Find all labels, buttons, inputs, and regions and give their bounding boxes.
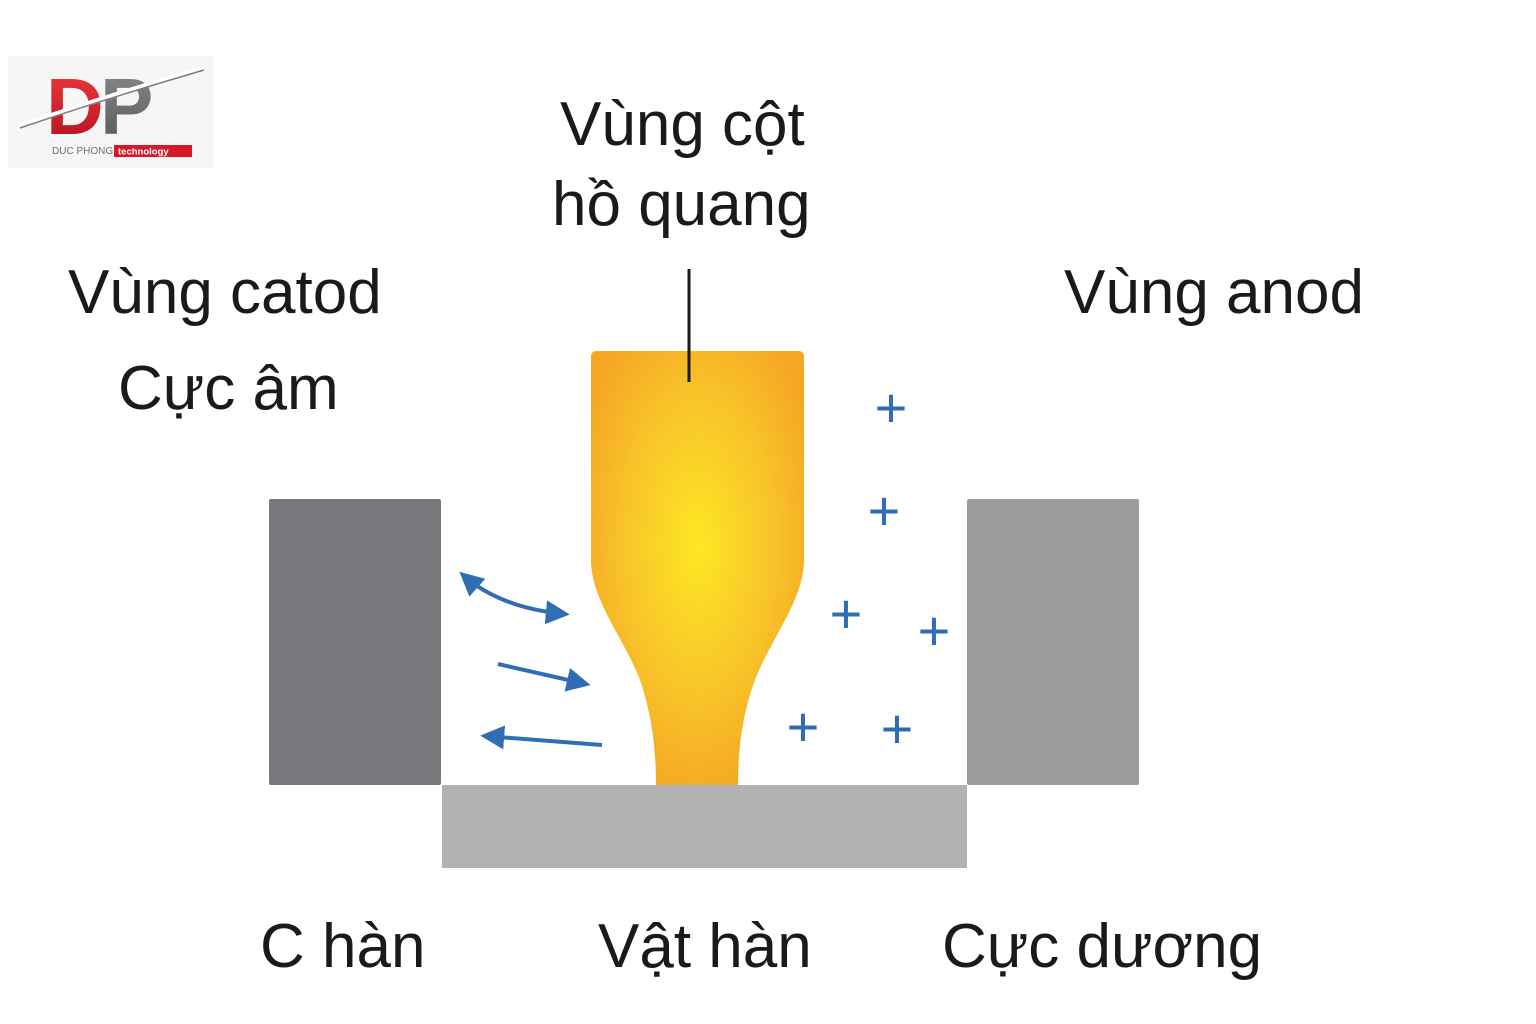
ion-plus: + — [875, 376, 908, 439]
positive-pole-label: Cực dương — [942, 912, 1263, 981]
arc-column — [591, 351, 804, 785]
workpiece-label: Vật hàn — [598, 912, 812, 981]
electron-arrow-curved — [459, 571, 570, 625]
ion-plus: + — [830, 582, 863, 645]
negative-pole-label: Cực âm — [118, 354, 339, 423]
workpiece-plate — [442, 785, 967, 868]
anode-zone-label: Vùng anod — [1064, 258, 1364, 327]
electron-arrow-left — [480, 725, 603, 750]
logo-tag-text: technology — [118, 147, 169, 158]
electrode-label: C hàn — [260, 912, 426, 981]
ion-plus: + — [881, 697, 914, 760]
electron-arrow-right — [497, 662, 591, 692]
anode-block — [967, 499, 1139, 785]
positive-ions: + + + + + + — [787, 376, 951, 760]
logo-company-text: DUC PHONG — [52, 146, 113, 157]
arc-column-label-line2: hồ quang — [552, 170, 811, 239]
svg-text:P: P — [100, 62, 153, 151]
ion-plus: + — [787, 695, 820, 758]
cathode-zone-label: Vùng catod — [68, 258, 382, 327]
cathode-electrode-block — [269, 499, 441, 785]
ion-plus: + — [868, 479, 901, 542]
ion-plus: + — [918, 599, 951, 662]
duc-phong-logo: D P DUC PHONG technology — [8, 56, 214, 168]
arc-column-label-line1: Vùng cột — [560, 90, 805, 159]
